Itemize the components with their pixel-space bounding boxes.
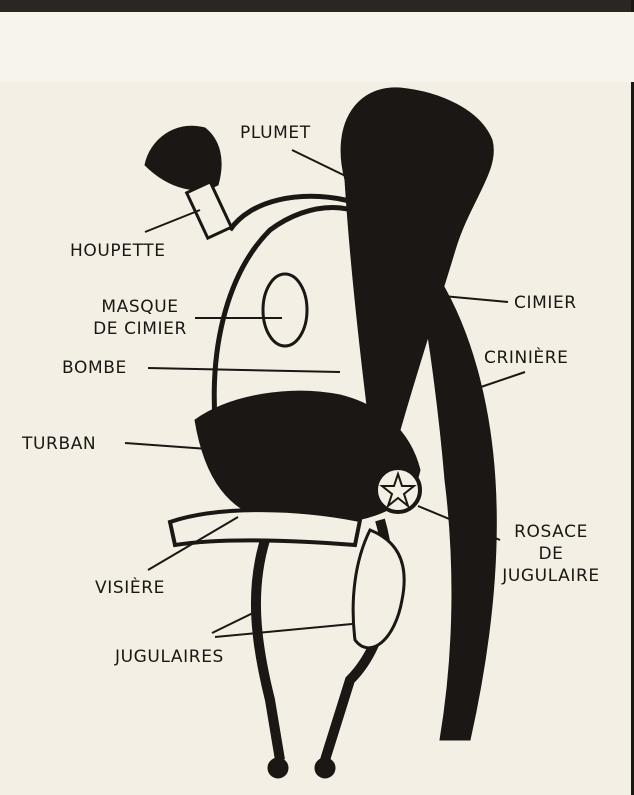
- leader-visiere: [147, 516, 239, 571]
- label-plumet: PLUMET: [240, 123, 311, 143]
- visiere-shape: [167, 508, 363, 548]
- leader-rosace: [417, 505, 501, 541]
- label-rosace-de-jugulaire: ROSACE DE JUGULAIRE: [488, 521, 614, 587]
- houpette-shape: [144, 125, 222, 191]
- leader-plumet: [291, 149, 361, 184]
- label-visiere: VISIÈRE: [95, 578, 165, 598]
- leader-jugulaires-2: [214, 623, 353, 638]
- scan-band: [0, 12, 634, 82]
- label-masque-line1: MASQUE: [101, 297, 179, 317]
- leader-cimier: [431, 294, 509, 303]
- rosace-shape: [374, 466, 422, 514]
- page-right-edge: [631, 0, 634, 795]
- cimier-outline: [227, 193, 394, 281]
- label-rosace-line1: ROSACE: [514, 522, 588, 542]
- label-jugulaires: JUGULAIRES: [115, 647, 224, 667]
- plumet-shape: [340, 87, 494, 431]
- tassel-left: [267, 757, 289, 779]
- label-cimier: CIMIER: [514, 293, 577, 313]
- label-criniere: CRINIÈRE: [484, 348, 569, 368]
- leader-turban: [124, 442, 209, 450]
- page-top-edge: [0, 0, 634, 12]
- criniere-shape: [419, 279, 497, 741]
- leader-jugulaires-1: [211, 611, 256, 634]
- scaled-chinstrap: [351, 528, 406, 650]
- jugulaire-left: [250, 538, 285, 761]
- leader-houpette: [144, 209, 201, 233]
- masque-shape: [261, 272, 309, 348]
- label-turban: TURBAN: [22, 434, 97, 454]
- label-bombe: BOMBE: [62, 358, 127, 378]
- label-rosace-line3: JUGULAIRE: [502, 566, 600, 586]
- houpette-stem: [184, 179, 234, 241]
- leader-criniere: [477, 371, 526, 389]
- rosace-star: [379, 470, 417, 509]
- leader-bombe: [147, 367, 341, 373]
- tassel-right: [314, 757, 336, 779]
- label-masque-de-cimier: MASQUE DE CIMIER: [84, 296, 196, 340]
- label-houpette: HOUPETTE: [70, 241, 166, 261]
- label-masque-line2: DE CIMIER: [93, 319, 187, 339]
- label-rosace-line2: DE: [538, 544, 564, 564]
